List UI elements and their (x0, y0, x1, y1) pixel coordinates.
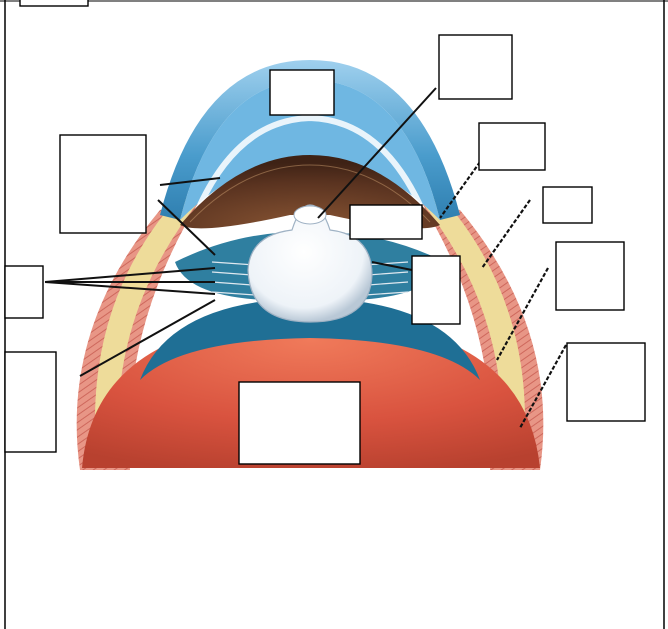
label-box-3[interactable] (60, 135, 146, 233)
label-box-7[interactable] (556, 242, 624, 310)
label-box-4[interactable] (479, 123, 545, 170)
label-box-5[interactable] (350, 205, 422, 239)
label-box-8[interactable] (5, 266, 43, 318)
label-box-11[interactable] (567, 343, 645, 421)
label-box-9[interactable] (412, 256, 460, 324)
label-box-1[interactable] (270, 70, 334, 115)
label-box-6[interactable] (543, 187, 592, 223)
label-box-12[interactable] (239, 382, 360, 464)
label-box-10[interactable] (5, 352, 56, 452)
label-box-2[interactable] (439, 35, 512, 99)
label-box-top-corner (20, 0, 88, 6)
